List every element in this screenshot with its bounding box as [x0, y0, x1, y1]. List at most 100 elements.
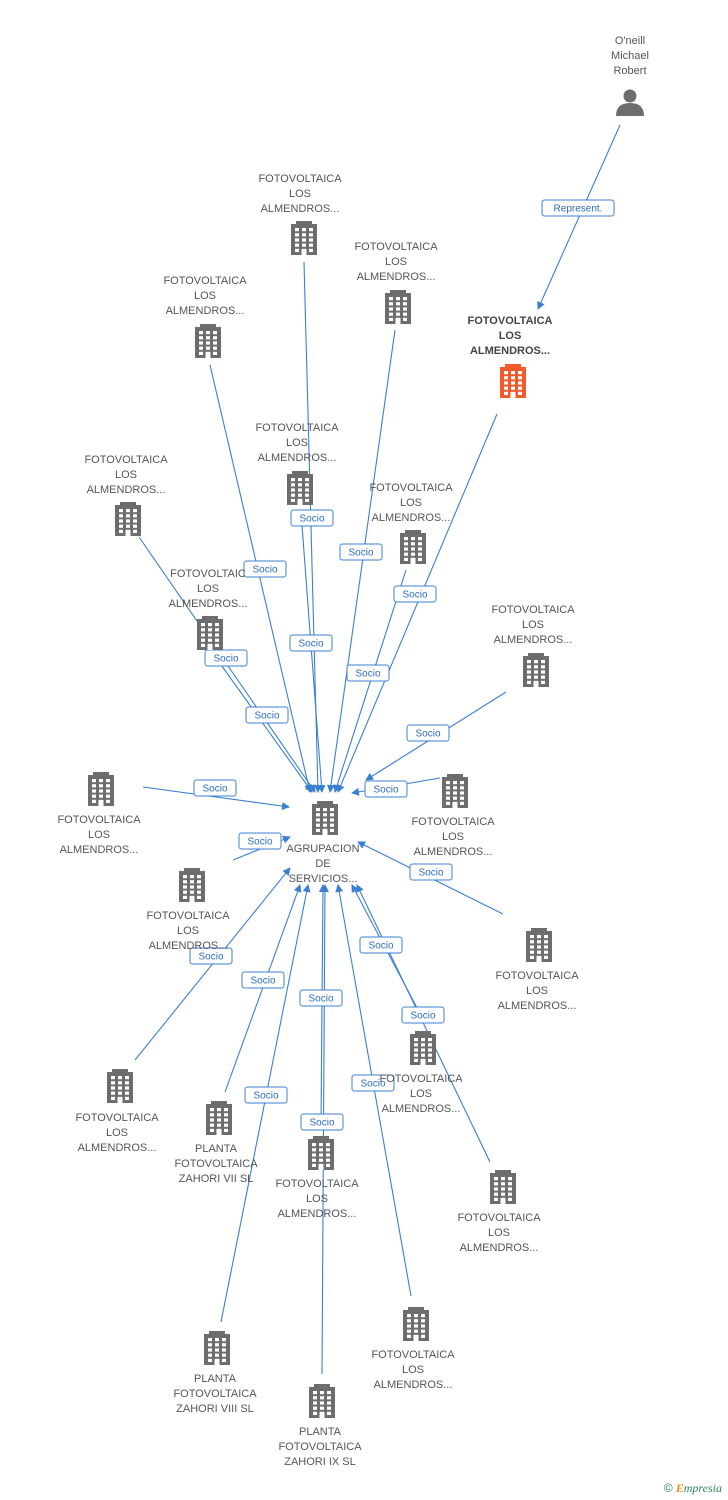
building-icon [490, 1170, 516, 1204]
edge-label-fl_3[interactable]: Socio [243, 560, 287, 578]
edge-label-text: Socio [309, 1118, 334, 1129]
building-icon [197, 616, 223, 650]
edge-label-box [243, 560, 287, 578]
edge-label-box [290, 509, 334, 527]
edge-fl_2-to-agrupacion [327, 329, 396, 793]
edge-label-text: Socio [298, 639, 323, 650]
edge-label-zahori_viii[interactable]: Socio [244, 1086, 288, 1104]
edge-label-box [401, 1006, 445, 1024]
building-icon [523, 653, 549, 687]
edge-fl_main-to-agrupacion [337, 413, 498, 793]
edge-label-fl_7[interactable]: Socio [245, 706, 289, 724]
edge-label-fl_8[interactable]: Socio [406, 724, 450, 742]
edge-label-fl_12[interactable]: Socio [409, 863, 453, 881]
edge-label-fl_13[interactable]: Socio [359, 936, 403, 954]
edge-label-box [339, 543, 383, 561]
edge-label-fl_4[interactable]: Socio [289, 634, 333, 652]
building-icon [403, 1307, 429, 1341]
building-icon [410, 1031, 436, 1065]
edge-label-text: Socio [299, 514, 324, 525]
edge-label-zahori_vii[interactable]: Socio [241, 971, 285, 989]
edge-label-fl_main[interactable]: Socio [346, 664, 390, 682]
edge-fl_9-to-agrupacion [142, 786, 290, 811]
edge-label-box [300, 1113, 344, 1131]
edge-label-box [406, 724, 450, 742]
edge-label-box [541, 199, 615, 217]
edge-label-fl_2[interactable]: Socio [339, 543, 383, 561]
edge-label-fl_17[interactable]: Socio [351, 1074, 395, 1092]
edge-label-text: Represent. [554, 204, 603, 215]
edge-label-box [189, 947, 233, 965]
edge-fl_4-to-agrupacion [300, 511, 326, 793]
copyright-symbol: © [663, 1481, 673, 1495]
edge-label-text: Socio [360, 1079, 385, 1090]
edge-label-oneill[interactable]: Represent. [541, 199, 615, 217]
edge-label-box [393, 585, 437, 603]
edge-label-text: Socio [308, 994, 333, 1005]
edge-label-text: Socio [253, 1091, 278, 1102]
edge-label-fl_6[interactable]: Socio [393, 585, 437, 603]
edge-label-fl_16[interactable]: Socio [401, 1006, 445, 1024]
edge-label-text: Socio [198, 952, 223, 963]
edge-label-box [409, 863, 453, 881]
edge-label-fl_15[interactable]: Socio [299, 989, 343, 1007]
edge-label-fl_5[interactable]: Socio [204, 649, 248, 667]
building-icon [88, 772, 114, 806]
edge-label-box [289, 634, 333, 652]
building-icon [204, 1331, 230, 1365]
empresia-watermark: © Empresia [664, 1481, 722, 1496]
building-icon [400, 530, 426, 564]
edge-label-box [364, 780, 408, 798]
edge-label-box [244, 1086, 288, 1104]
building-icon [385, 290, 411, 324]
edge-label-fl_1[interactable]: Socio [290, 509, 334, 527]
edge-label-box [351, 1074, 395, 1092]
edge-label-fl_11[interactable]: Socio [238, 832, 282, 850]
edge-label-fl_9[interactable]: Socio [193, 779, 237, 797]
edge-label-fl_14[interactable]: Socio [189, 947, 233, 965]
building-icon [291, 221, 317, 255]
edge-label-text: Socio [410, 1011, 435, 1022]
edge-label-zahori_ix[interactable]: Socio [300, 1113, 344, 1131]
edge-label-text: Socio [250, 976, 275, 987]
building-icon [179, 868, 205, 902]
edge-label-text: Socio [202, 784, 227, 795]
building-icon [500, 364, 526, 398]
edge-label-fl_10[interactable]: Socio [364, 780, 408, 798]
